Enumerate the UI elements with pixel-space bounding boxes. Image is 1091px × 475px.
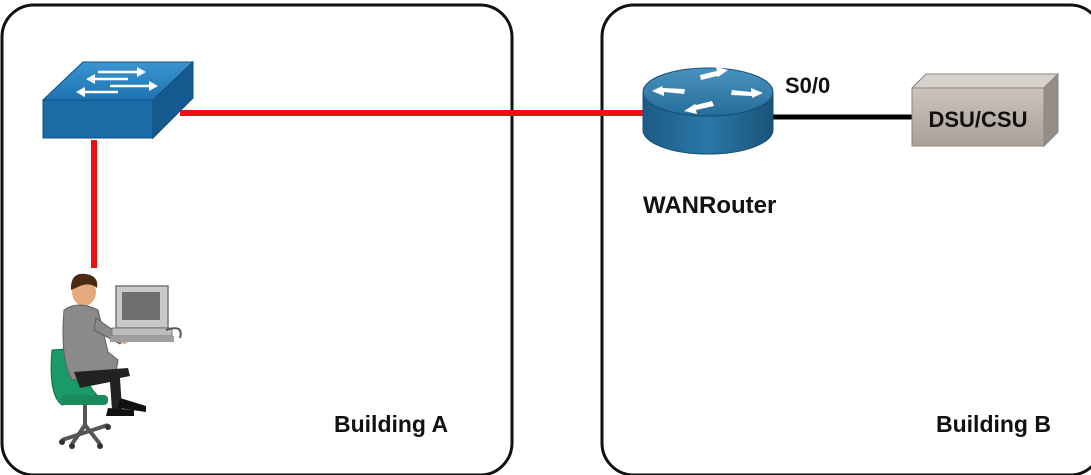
- building-a-box: [0, 3, 514, 475]
- building-b-label: Building B: [936, 411, 1051, 437]
- building-b-box: [600, 3, 1091, 475]
- building-a-label: Building A: [334, 411, 448, 437]
- switch-icon[interactable]: [41, 60, 195, 140]
- serial-interface-label: S0/0: [785, 73, 830, 98]
- workstation-user-icon[interactable]: [50, 273, 182, 449]
- dsu-csu-icon[interactable]: DSU/CSU: [910, 72, 1060, 148]
- dsu-label: DSU/CSU: [928, 107, 1027, 132]
- router-label: WANRouter: [643, 192, 776, 219]
- router-icon[interactable]: [642, 67, 774, 155]
